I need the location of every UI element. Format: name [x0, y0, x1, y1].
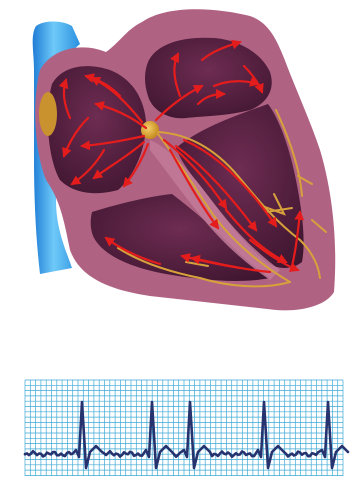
right-atrium — [48, 66, 146, 193]
ecg-strip — [0, 370, 353, 481]
fossa-ovalis — [39, 92, 57, 136]
heart-illustration — [0, 0, 353, 320]
ecg-grid — [25, 380, 343, 476]
